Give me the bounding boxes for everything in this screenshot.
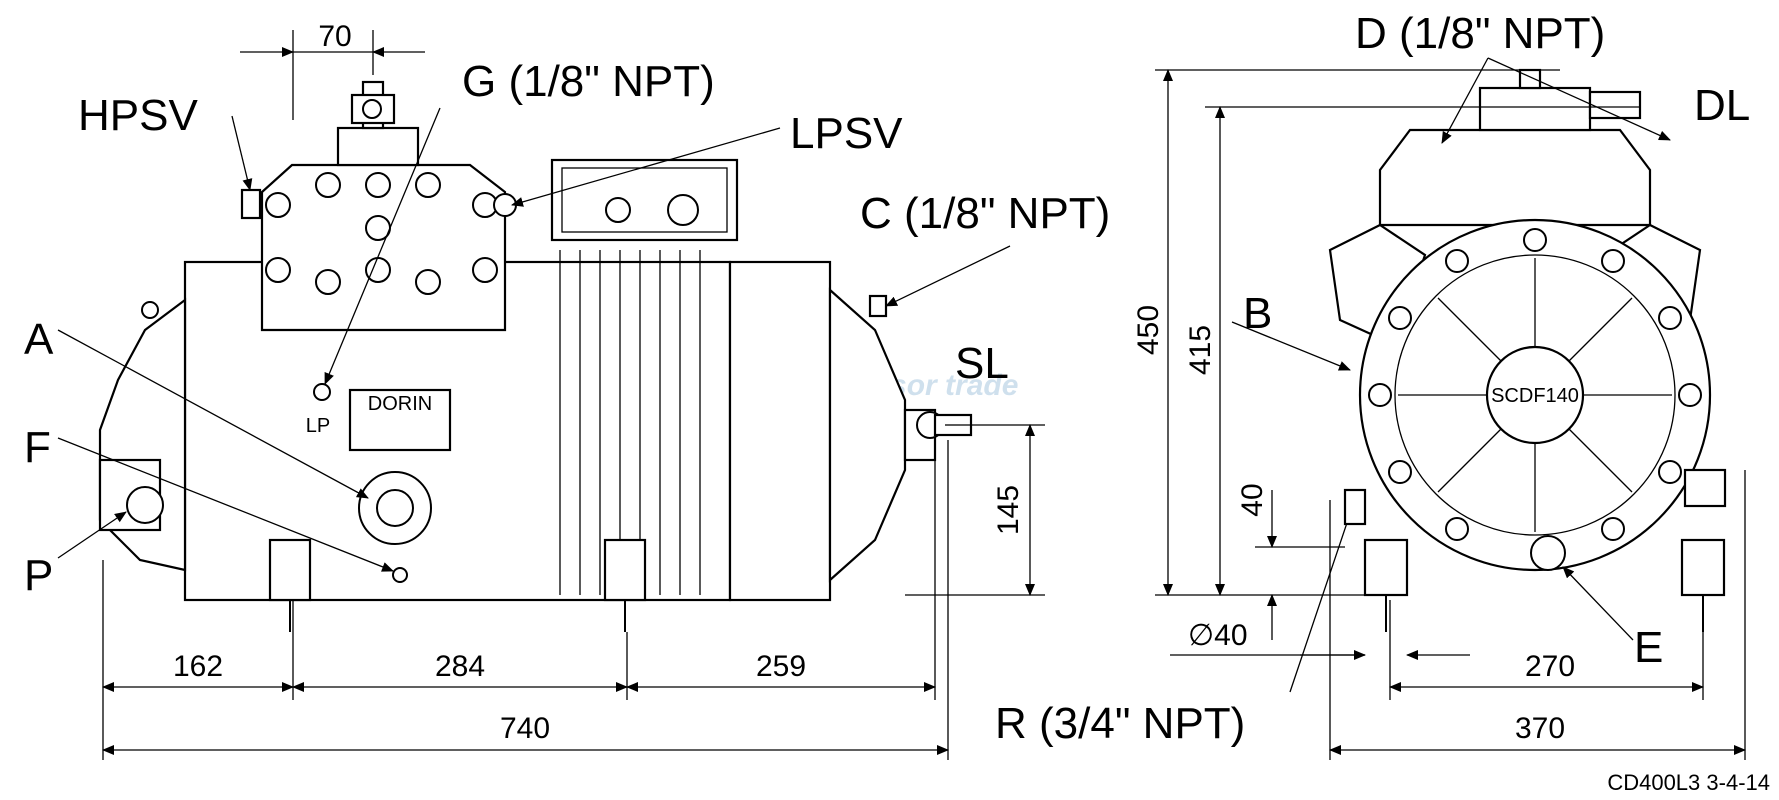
c-port-fitting bbox=[868, 294, 888, 318]
head-bolts bbox=[265, 172, 498, 295]
a-fitting bbox=[141, 301, 159, 319]
foot-left bbox=[268, 538, 312, 602]
dim-740: 740 bbox=[500, 712, 550, 745]
callout-hpsv: HPSV bbox=[78, 91, 198, 140]
end-view-ribs bbox=[1398, 258, 1672, 532]
nameplate-text: DORIN bbox=[368, 393, 432, 415]
callout-lpsv: LPSV bbox=[790, 109, 903, 158]
callout-b: B bbox=[1243, 289, 1272, 338]
callout-g: G (1/8" NPT) bbox=[462, 57, 715, 106]
hpsv-fitting bbox=[240, 188, 262, 220]
end-view-head bbox=[1378, 128, 1652, 227]
dim-dia: ∅40 bbox=[1188, 619, 1248, 652]
dim-370: 370 bbox=[1515, 712, 1565, 745]
end-view: SCDF140 bbox=[1132, 9, 1750, 760]
dim-top: 70 bbox=[318, 20, 351, 53]
callout-r: R (3/4" NPT) bbox=[995, 699, 1245, 748]
end-view-perimeter-bolts bbox=[1368, 228, 1702, 541]
dim-270: 270 bbox=[1525, 650, 1575, 683]
end-view-plug-e bbox=[1530, 535, 1566, 571]
callout-d: D (1/8" NPT) bbox=[1355, 9, 1605, 58]
drawing-code: CD400L3 3-4-14 bbox=[1607, 770, 1770, 795]
pump-fitting bbox=[126, 486, 164, 524]
callout-p: P bbox=[24, 551, 53, 600]
dim-40: 40 bbox=[1236, 483, 1269, 516]
end-view-side-fitting bbox=[1683, 468, 1727, 508]
callout-a: A bbox=[24, 315, 54, 364]
dim-162: 162 bbox=[173, 650, 223, 683]
dim-415: 415 bbox=[1184, 325, 1217, 375]
dim-145: 145 bbox=[992, 485, 1025, 535]
end-view-r-fitting bbox=[1343, 488, 1367, 526]
sight-glass bbox=[376, 489, 414, 527]
nameplate bbox=[348, 388, 452, 452]
dim-450: 450 bbox=[1132, 305, 1165, 355]
callout-f: F bbox=[24, 423, 51, 472]
terminal-gland-2 bbox=[667, 194, 699, 226]
end-view-foot-left bbox=[1363, 538, 1409, 597]
end-view-discharge-block bbox=[1478, 86, 1592, 132]
end-view-valve-cap bbox=[1518, 68, 1542, 90]
front-cover-text: SCDF140 bbox=[1491, 385, 1579, 407]
drain-port bbox=[392, 567, 408, 583]
dim-284: 284 bbox=[435, 650, 485, 683]
terminal-gland-1 bbox=[605, 197, 631, 223]
end-view-dl-fitting bbox=[1588, 90, 1642, 120]
callout-c: C (1/8" NPT) bbox=[860, 189, 1110, 238]
motor-end-cover bbox=[828, 287, 907, 583]
motor-fins bbox=[559, 250, 701, 595]
callout-dl: DL bbox=[1694, 81, 1750, 130]
g-port bbox=[313, 383, 331, 401]
side-view: DORIN LP 70 162 284 bbox=[24, 20, 1355, 760]
discharge-flange bbox=[336, 126, 420, 167]
lp-mark: LP bbox=[306, 415, 330, 437]
foot-middle bbox=[603, 538, 647, 602]
callout-sl: SL bbox=[955, 339, 1009, 388]
terminal-box bbox=[550, 158, 739, 242]
dim-259: 259 bbox=[756, 650, 806, 683]
callout-e: E bbox=[1634, 623, 1663, 672]
discharge-valve-port bbox=[362, 99, 382, 119]
end-view-foot-right bbox=[1680, 538, 1726, 597]
motor-flange bbox=[728, 260, 832, 602]
